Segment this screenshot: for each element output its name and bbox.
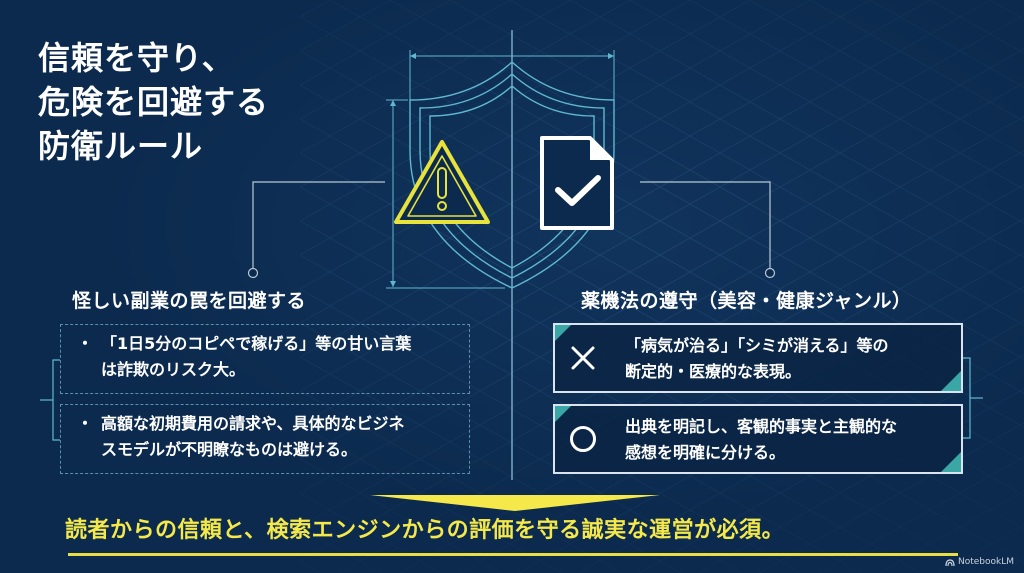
conclusion-underline bbox=[68, 553, 958, 556]
right-item-2-line-1: 出典を明記し、客観的事実と主観的な bbox=[625, 417, 898, 436]
left-item-2-line-2: スモデルが不明瞭なものは避ける。 bbox=[101, 440, 358, 459]
right-item-1-line-2: 断定的・医療的な表現。 bbox=[625, 362, 802, 381]
page-title: 信頼を守り、 危険を回避する 防衛ルール bbox=[38, 36, 269, 168]
title-line-3: 防衛ルール bbox=[38, 127, 204, 165]
corner-accent bbox=[555, 325, 571, 341]
right-item-2: 出典を明記し、客観的事実と主観的な 感想を明確に分ける。 bbox=[553, 404, 963, 474]
left-item-1-line-2: は詐欺のリスク大。 bbox=[101, 360, 246, 379]
bullet-icon: ・ bbox=[77, 414, 94, 433]
left-item-1: ・ 「1日5分のコピペで稼げる」等の甘い言葉 は詐欺のリスク大。 bbox=[60, 324, 470, 394]
notebooklm-logo-icon bbox=[945, 558, 955, 566]
right-item-1: 「病気が治る」「シミが消える」等の 断定的・医療的な表現。 bbox=[553, 323, 963, 393]
corner-accent bbox=[555, 406, 571, 422]
title-line-1: 信頼を守り、 bbox=[38, 39, 235, 77]
right-item-1-line-1: 「病気が治る」「シミが消える」等の bbox=[625, 336, 889, 355]
bullet-icon: ・ bbox=[77, 334, 94, 353]
right-section-heading: 薬機法の遵守（美容・健康ジャンル） bbox=[581, 290, 912, 312]
left-item-2-line-1: 高額な初期費用の請求や、具体的なビジネ bbox=[101, 414, 405, 433]
right-item-2-line-2: 感想を明確に分ける。 bbox=[625, 443, 786, 462]
left-section-heading: 怪しい副業の罠を回避する bbox=[72, 290, 307, 312]
watermark-label: NotebookLM bbox=[957, 557, 1014, 567]
circle-icon bbox=[570, 426, 596, 452]
corner-accent bbox=[941, 371, 961, 391]
corner-accent bbox=[941, 452, 961, 472]
watermark: NotebookLM bbox=[945, 557, 1014, 567]
down-arrow-icon bbox=[370, 495, 660, 511]
left-item-1-line-1: 「1日5分のコピペで稼げる」等の甘い言葉 bbox=[101, 334, 412, 353]
title-line-2: 危険を回避する bbox=[38, 83, 270, 121]
cross-icon bbox=[571, 346, 595, 370]
left-item-2: ・ 高額な初期費用の請求や、具体的なビジネ スモデルが不明瞭なものは避ける。 bbox=[60, 404, 470, 474]
conclusion-text: 読者からの信頼と、検索エンジンからの評価を守る誠実な運営が必須。 bbox=[65, 518, 785, 543]
